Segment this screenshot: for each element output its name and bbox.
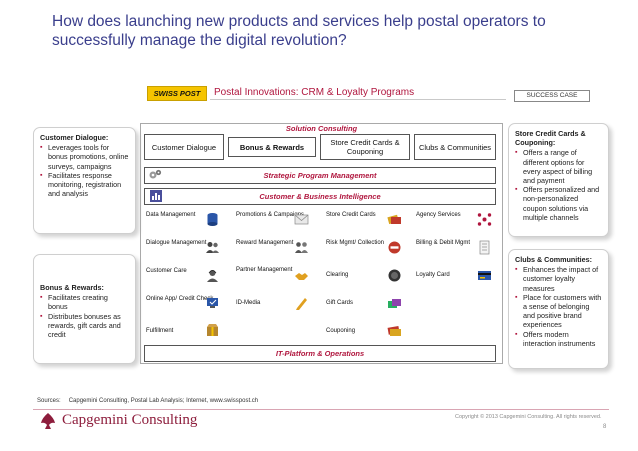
strategic-program-bar: Strategic Program Management: [144, 167, 496, 184]
customer-business-intelligence-bar: Customer & Business Intelligence: [144, 188, 496, 205]
cell-partner-management: Partner Management: [236, 267, 293, 273]
capgemini-spade-logo: [41, 413, 55, 429]
gift-cards-icon: [388, 299, 401, 308]
cell-online-app-credit-check: Online App/ Credit Check: [146, 296, 214, 302]
page-title: How does launching new products and serv…: [52, 13, 546, 49]
customer-dialogue-panel: Customer Dialogue: Leverages tools for b…: [33, 127, 136, 234]
cell-id-media: ID-Media: [236, 300, 261, 306]
cell-fulfillment: Fulfillment: [146, 328, 174, 334]
panel-bullet: Distributes bonuses as rewards, gift car…: [40, 312, 129, 340]
solution-consulting-title: Solution Consulting: [285, 124, 358, 133]
online-check-icon: [207, 298, 218, 308]
panel-bullet: Facilitates creating bonus: [40, 293, 129, 311]
page-number: 8: [603, 424, 607, 430]
cell-couponing: Couponing: [326, 328, 356, 334]
clearing-button-icon: [388, 269, 401, 282]
panel-bullet: Offers a range of different options for …: [515, 148, 602, 185]
gears-icon: [149, 169, 162, 179]
footer-divider: [33, 409, 609, 410]
panel-bullet: Enhances the impact of customer loyalty …: [515, 265, 602, 293]
box-customer-dialogue: Customer Dialogue: [144, 134, 224, 160]
people-network-icon: [477, 213, 492, 226]
users-icon: [206, 242, 219, 253]
sources-text: Capgemini Consulting, Postal Lab Analysi…: [68, 398, 259, 404]
copyright-notice: Copyright © 2013 Capgemini Consulting. A…: [455, 414, 602, 420]
cell-risk-mgmt-collection: Risk Mgmt/ Collection: [326, 240, 385, 246]
credit-cards-icon: [387, 214, 401, 225]
cell-store-credit-cards: Store Credit Cards: [326, 212, 376, 218]
box-clubs-communities: Clubs & Communities: [414, 134, 496, 160]
cell-reward-management: Reward Management: [236, 240, 294, 246]
panel-heading: Clubs & Communities:: [515, 255, 593, 264]
cell-agency-services: Agency Services: [416, 212, 461, 218]
slide-subtitle: Postal Innovations: CRM & Loyalty Progra…: [214, 87, 415, 98]
support-agent-icon: [207, 270, 218, 282]
reward-people-icon: [295, 242, 308, 253]
header-divider: [210, 99, 506, 100]
store-credit-panel: Store Credit Cards & Couponing: Offers a…: [508, 123, 609, 237]
cell-billing-debit-mgmt: Billing & Debit Mgmt: [416, 240, 471, 246]
solution-framework: [140, 123, 503, 364]
envelope-icon: [294, 214, 309, 225]
loyalty-card-icon: [478, 271, 491, 280]
box-store-credit-cards: Store Credit Cards & Couponing: [320, 134, 410, 160]
success-case-badge: SUCCESS CASE: [514, 90, 590, 102]
package-icon: [207, 324, 218, 336]
bill-icon: [479, 240, 490, 255]
company-name: Capgemini Consulting: [62, 412, 198, 428]
it-platform-bar: IT-Platform & Operations: [144, 345, 496, 362]
cell-promotions-campaigns: Promotions & Campaigns: [236, 212, 305, 218]
panel-bullet: Offers personalized and non-personalized…: [515, 185, 602, 222]
panel-bullet: Place for customers with a sense of belo…: [515, 293, 602, 330]
sources-line: Sources: Capgemini Consulting, Postal Lab…: [37, 398, 258, 404]
cell-data-management: Data Management: [146, 212, 196, 218]
database-icon: [207, 213, 218, 226]
panel-heading: Bonus & Rewards:: [40, 283, 104, 292]
cell-loyalty-card: Loyalty Card: [416, 272, 450, 278]
pen-icon: [296, 298, 307, 310]
no-entry-icon: [388, 241, 401, 254]
clubs-communities-panel: Clubs & Communities: Enhances the impact…: [508, 249, 609, 369]
swiss-post-logo: SWISS POST: [147, 86, 207, 101]
panel-heading: Store Credit Cards & Couponing:: [515, 129, 586, 148]
panel-bullet: Facilitates response monitoring, registr…: [40, 171, 129, 199]
cell-clearing: Clearing: [326, 272, 349, 278]
sources-label: Sources:: [37, 398, 61, 404]
cell-gift-cards: Gift Cards: [326, 300, 354, 306]
handshake-icon: [295, 273, 308, 280]
panel-bullet: Offers modern interaction instruments: [515, 330, 602, 348]
cell-dialogue-management: Dialogue Management: [146, 240, 207, 246]
box-bonus-rewards: Bonus & Rewards: [228, 137, 316, 157]
analytics-icon: [150, 190, 162, 202]
panel-heading: Customer Dialogue:: [40, 133, 109, 142]
panel-bullet: Leverages tools for bonus promotions, on…: [40, 143, 129, 171]
cell-customer-care: Customer Care: [146, 268, 187, 274]
coupons-icon: [387, 326, 401, 336]
bonus-rewards-panel: Bonus & Rewards: Facilitates creating bo…: [33, 254, 136, 364]
